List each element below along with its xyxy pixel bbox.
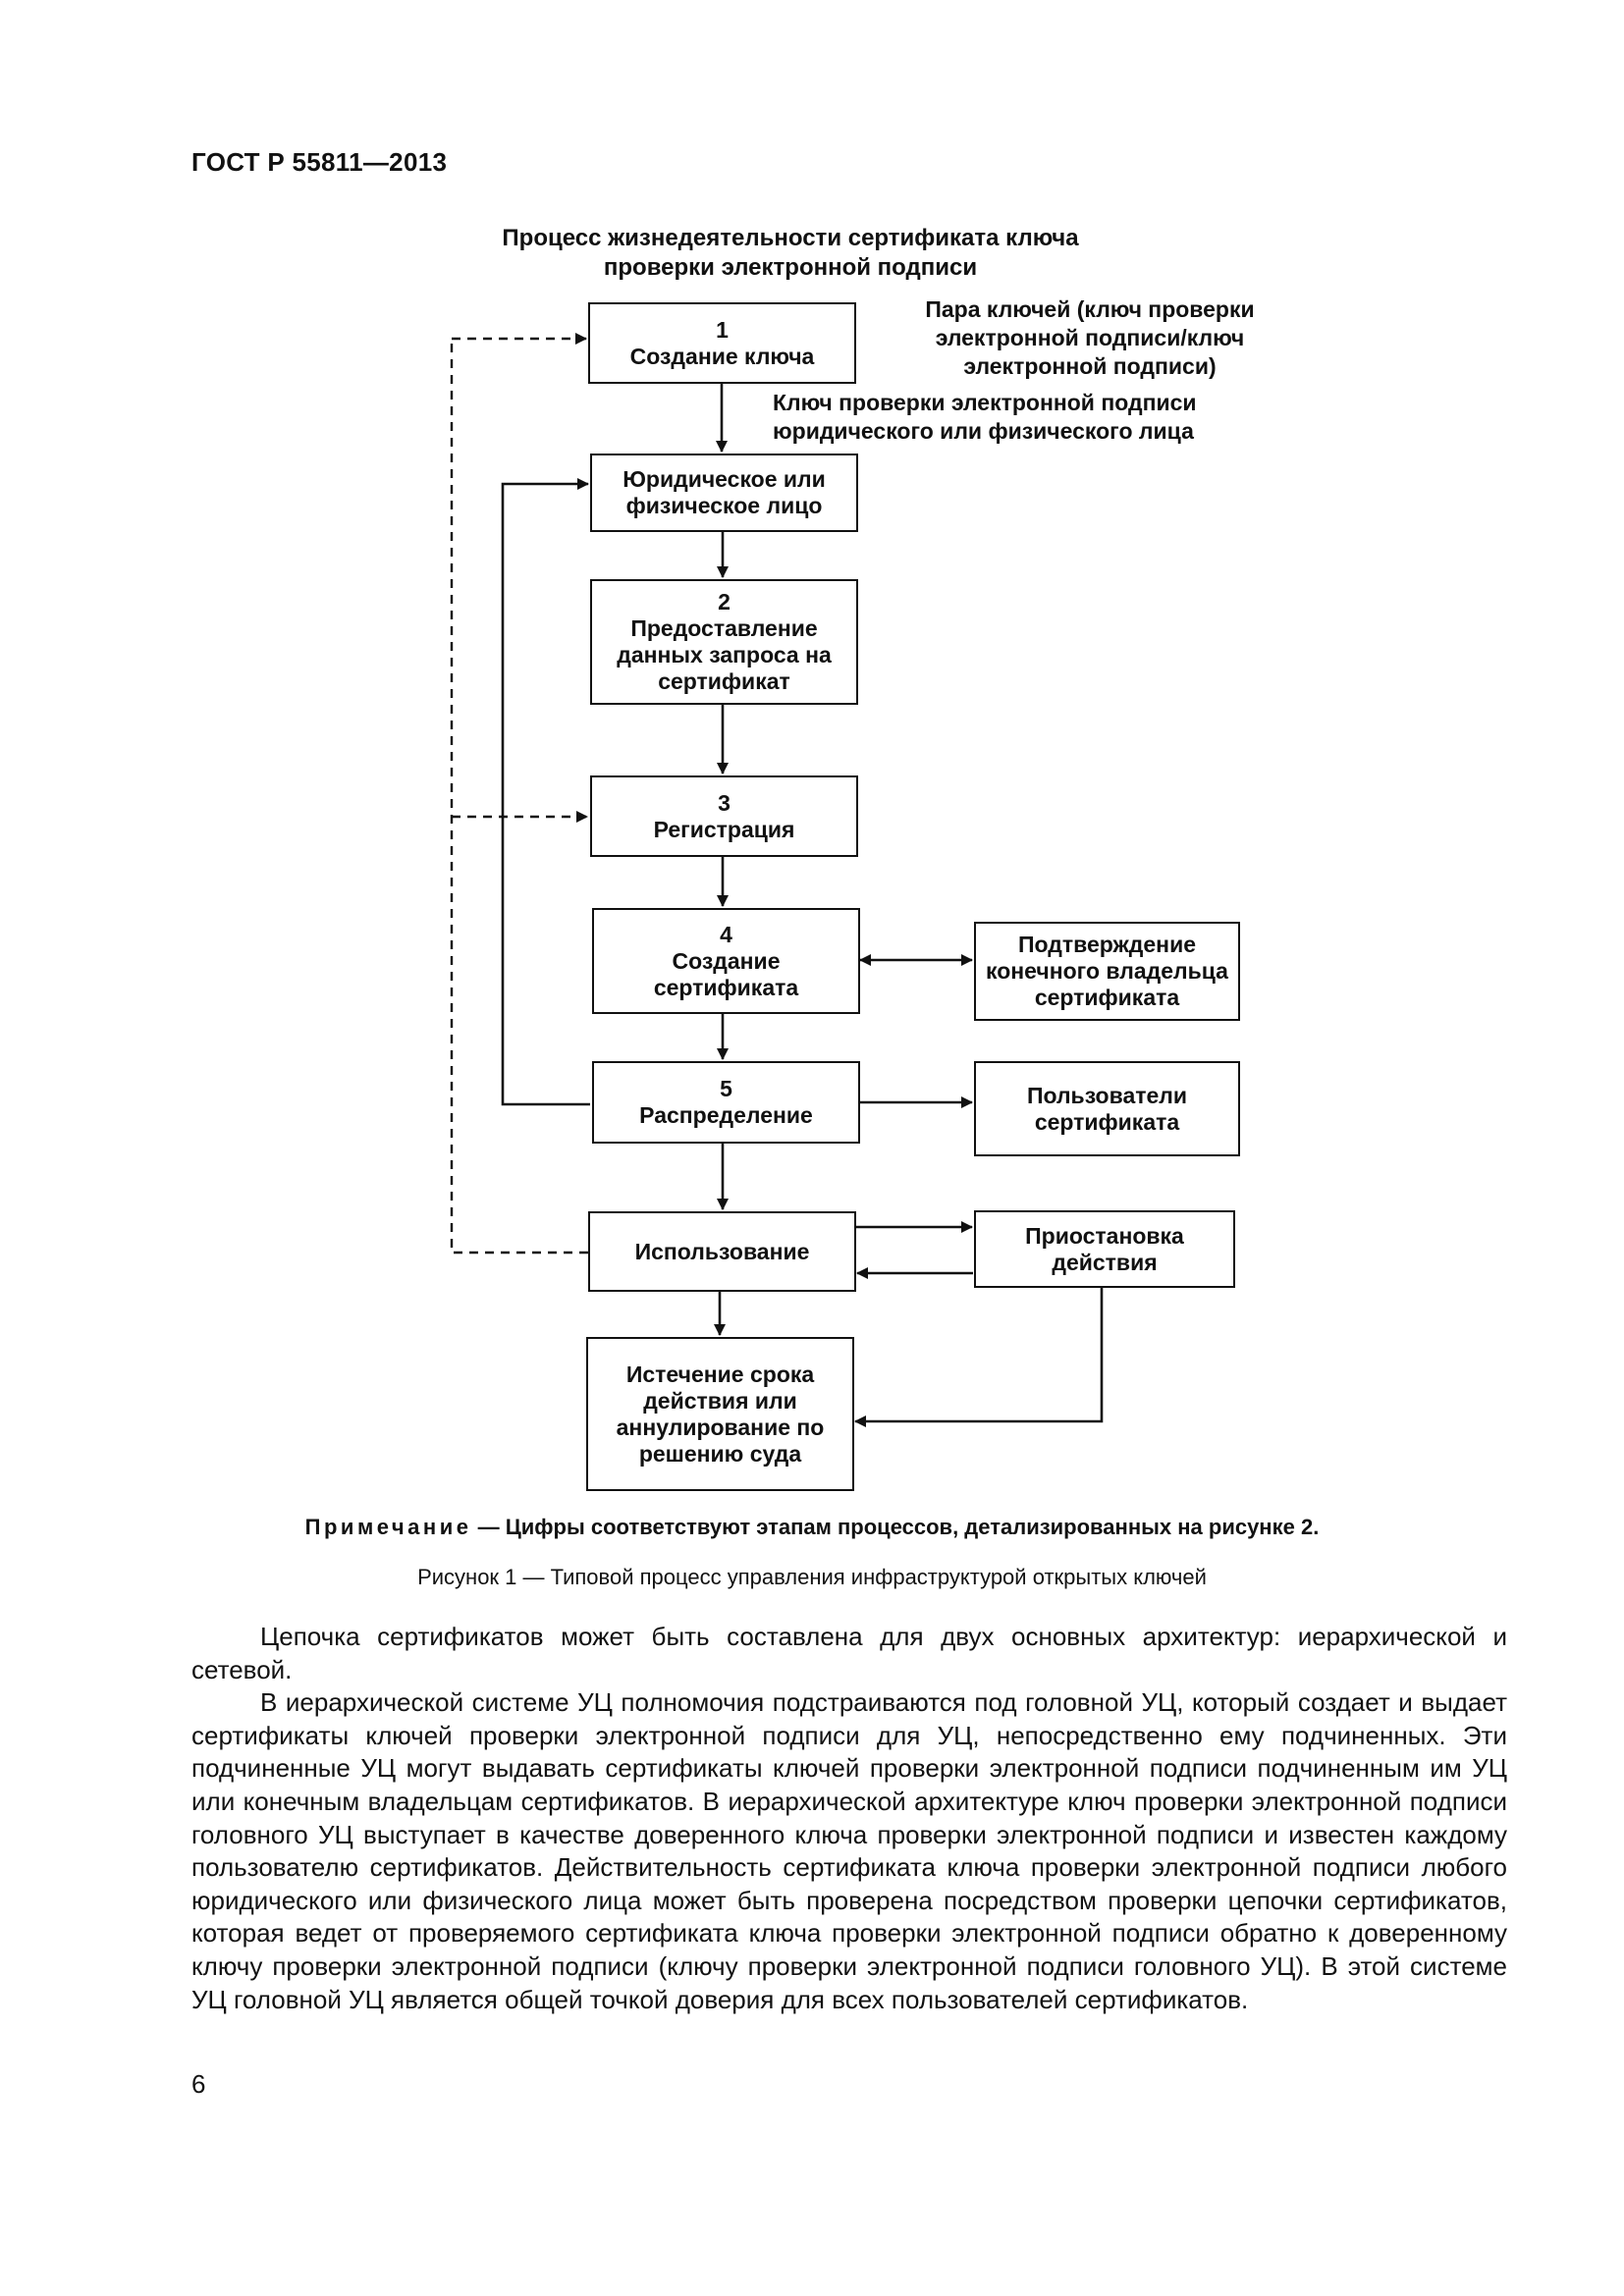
box-owner-confirmation: Подтверждение конечного владельца сертиф… <box>974 922 1240 1021</box>
label-verification-key: Ключ проверки электронной подписи юридич… <box>773 390 1197 444</box>
box-registration: 3 Регистрация <box>590 775 858 857</box>
box-suspension: Приостановка действия <box>974 1210 1235 1288</box>
box-text: Использование <box>634 1238 810 1264</box>
box-text: Регистрация <box>653 816 795 842</box>
box-text: Истечение срока действия или аннулирован… <box>616 1361 825 1467</box>
diagram-title: Процесс жизнедеятельности сертификата кл… <box>502 225 1079 281</box>
page-number: 6 <box>191 2069 206 2099</box>
box-distribution: 5 Распределение <box>592 1061 860 1144</box>
step-number: 4 <box>720 921 732 947</box>
document-header: ГОСТ Р 55811—2013 <box>191 147 448 177</box>
note-word: Примечание <box>304 1515 472 1539</box>
box-cert-creation: 4 Создание сертификата <box>592 908 860 1014</box>
box-usage: Использование <box>588 1211 856 1292</box>
box-expiry: Истечение срока действия или аннулирован… <box>586 1337 854 1491</box>
note-text: — Цифры соответствуют этапам процессов, … <box>471 1515 1320 1539</box>
step-number: 3 <box>718 789 731 816</box>
box-text: Юридическое или физическое лицо <box>623 466 826 518</box>
box-key-creation: 1 Создание ключа <box>588 302 856 384</box>
box-request-data: 2 Предоставление данных запроса на серти… <box>590 579 858 705</box>
arrow-distribution-to-entity <box>501 478 590 1106</box>
step-number: 1 <box>716 316 729 343</box>
box-text: Подтверждение конечного владельца сертиф… <box>986 932 1228 1010</box>
figure-caption: Рисунок 1 — Типовой процесс управления и… <box>417 1565 1207 1589</box>
box-text: Приостановка действия <box>1025 1222 1184 1275</box>
figure-note: Примечание — Цифры соответствуют этапам … <box>191 1515 1433 1540</box>
paragraph: Цепочка сертификатов может быть составле… <box>191 1622 1507 1684</box>
box-legal-entity: Юридическое или физическое лицо <box>590 454 858 532</box>
box-text: Распределение <box>639 1102 813 1128</box>
body-text: Цепочка сертификатов может быть составле… <box>191 1621 1507 2016</box>
box-text: Пользователи сертификата <box>1026 1082 1188 1135</box>
box-cert-users: Пользователи сертификата <box>974 1061 1240 1156</box>
flowchart-connectors <box>450 333 1104 1427</box>
box-text: Создание ключа <box>629 343 815 369</box>
box-text: Предоставление данных запроса на сертифи… <box>617 615 832 694</box>
label-key-pair: Пара ключей (ключ проверки электронной п… <box>925 296 1255 379</box>
arrow-suspension-to-expiry <box>854 1288 1104 1427</box>
box-text: Создание сертификата <box>653 947 799 1000</box>
dashed-feedback-loop <box>450 339 588 1255</box>
paragraph: В иерархической системе УЦ полномочия по… <box>191 1687 1507 2014</box>
step-number: 2 <box>718 589 731 614</box>
step-number: 5 <box>720 1076 732 1101</box>
